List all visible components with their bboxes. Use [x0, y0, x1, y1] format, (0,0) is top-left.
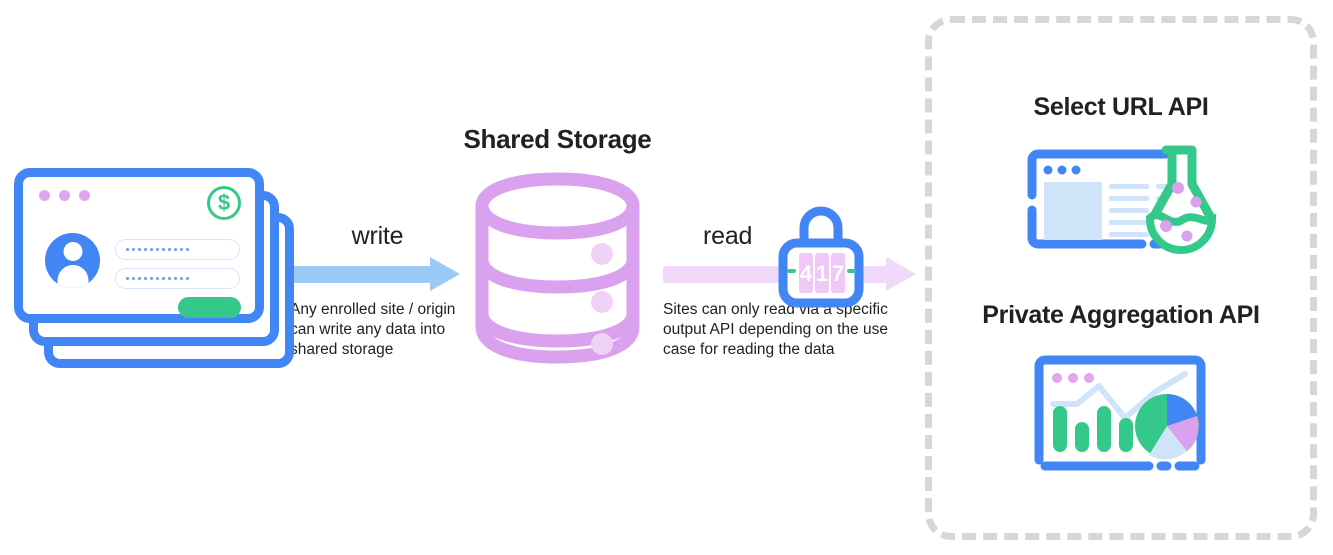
- api-title-select-url: Select URL API: [1033, 93, 1209, 121]
- submit-button: [178, 297, 241, 318]
- api-card-private-aggregation: Private Aggregation API: [932, 301, 1310, 479]
- private-aggregation-illustration: [932, 348, 1310, 479]
- enrolled-sites-stack: $: [14, 168, 294, 368]
- flask-icon: [1145, 145, 1216, 254]
- lock-digit-2: 1: [816, 261, 828, 286]
- combination-lock-icon: 4 1 7: [778, 203, 864, 308]
- lock-tick-right: [847, 269, 856, 273]
- lock-digit-1: 4: [800, 261, 813, 286]
- window-dot: [39, 190, 50, 201]
- write-description: Any enrolled site / origin can write any…: [290, 301, 456, 359]
- dollar-badge-icon: $: [207, 186, 241, 220]
- window-dot: [59, 190, 70, 201]
- password-field-1: [115, 239, 240, 260]
- storage-dot: [591, 243, 613, 265]
- read-description: Sites can only read via a specific outpu…: [663, 301, 888, 359]
- output-apis-panel: Select URL API: [925, 16, 1317, 540]
- write-flow: write Any enrolled site / origin can wri…: [290, 222, 465, 360]
- lock-tick-left: [787, 269, 796, 273]
- api-card-select-url: Select URL API: [932, 93, 1310, 265]
- storage-dot: [591, 291, 613, 313]
- user-avatar-icon: [45, 233, 100, 288]
- database-cylinder-icon: [470, 169, 645, 365]
- write-label: write: [351, 222, 404, 250]
- site-card-front: $: [14, 168, 264, 323]
- avatar-body: [57, 265, 88, 288]
- window-dots: [39, 190, 90, 201]
- select-url-illustration: [932, 140, 1310, 265]
- lock-dials: [799, 253, 845, 293]
- read-label: read: [703, 222, 753, 250]
- avatar-head: [63, 242, 82, 261]
- password-field-2: [115, 268, 240, 289]
- window-dot: [79, 190, 90, 201]
- shared-storage-node: Shared Storage: [455, 124, 660, 365]
- lock-digit-3: 7: [832, 261, 844, 286]
- write-arrow-icon: [290, 257, 460, 291]
- shared-storage-title: Shared Storage: [463, 124, 652, 154]
- storage-dot: [591, 333, 613, 355]
- api-title-private-aggregation: Private Aggregation API: [982, 301, 1260, 329]
- pie-chart: [1135, 394, 1199, 460]
